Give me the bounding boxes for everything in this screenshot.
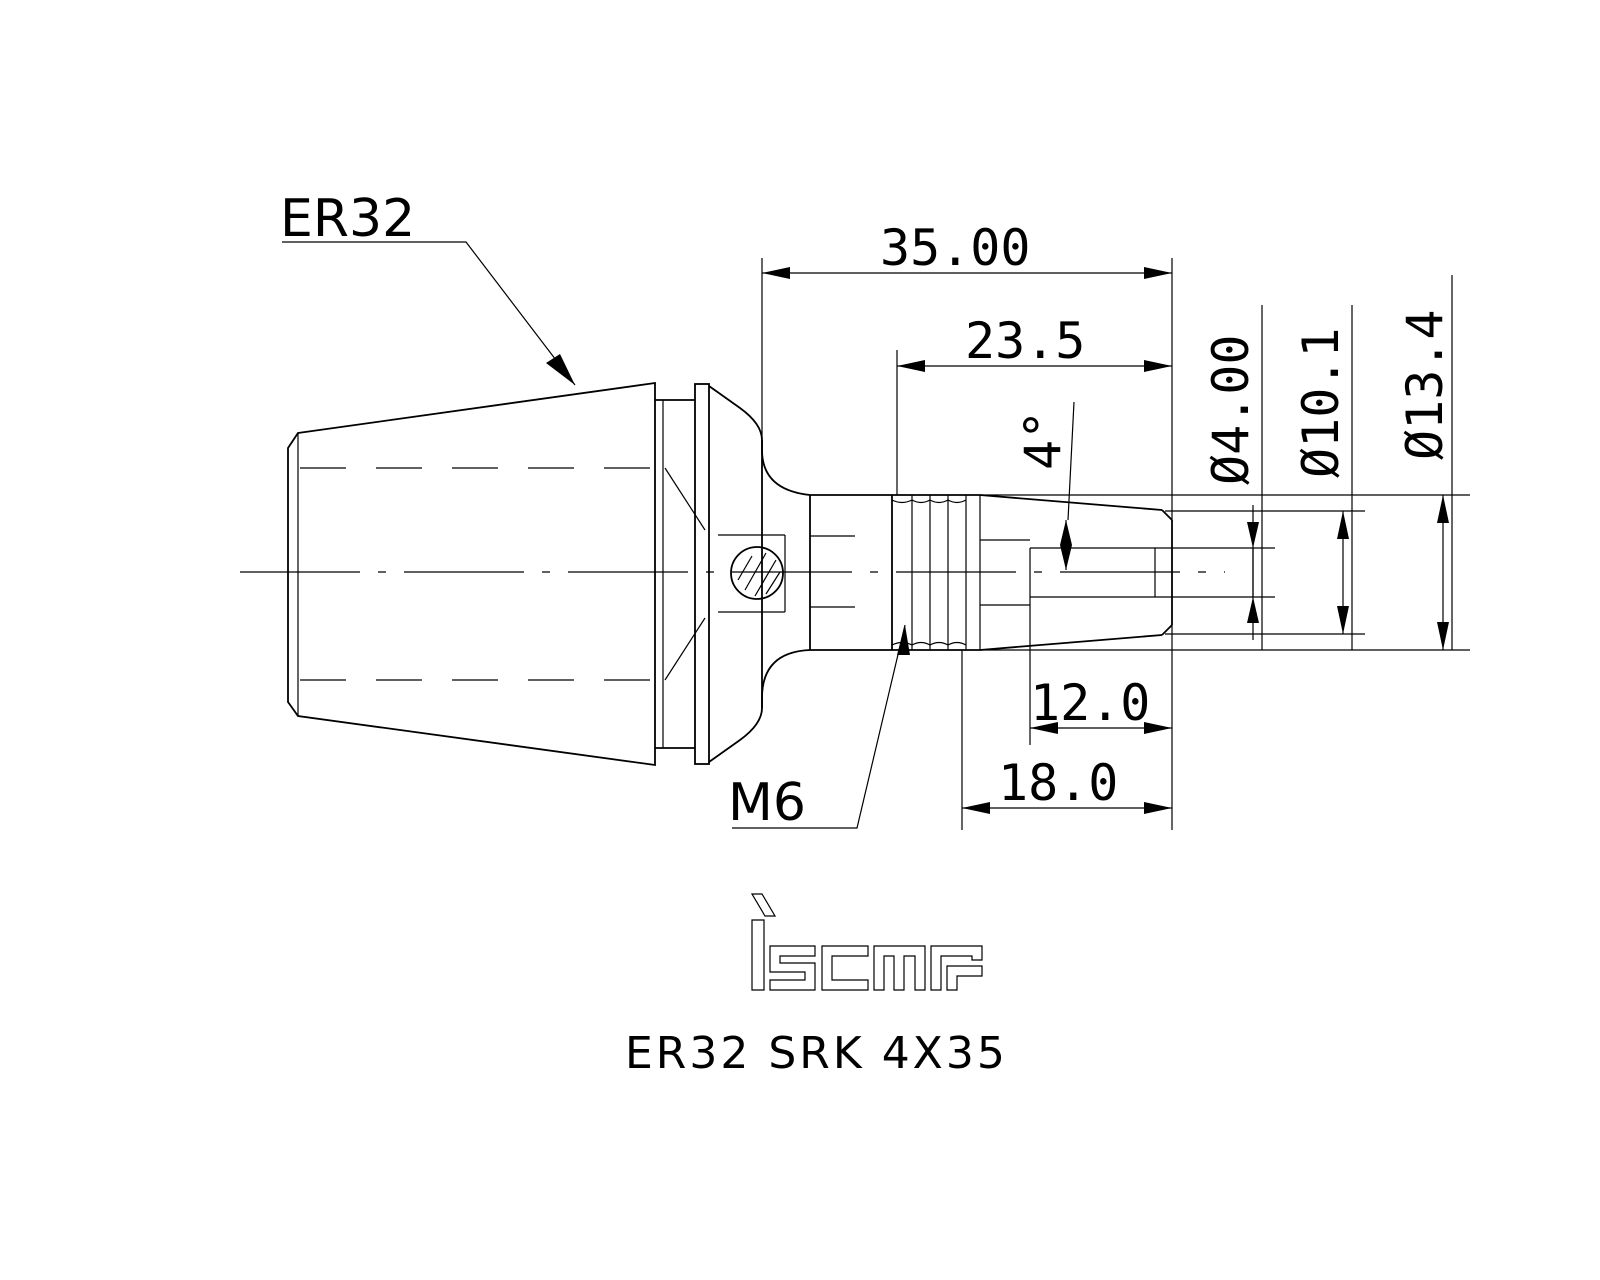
leaders	[282, 241, 910, 829]
model-designation: ER32 SRK 4X35	[625, 1028, 1008, 1079]
dim-cone-angle: 4°	[1014, 410, 1072, 470]
dim-taper-length: 18.0	[998, 754, 1118, 812]
dim-shank-length: 23.5	[965, 312, 1085, 370]
dim-overall-length: 35.00	[880, 219, 1031, 277]
collet-callout: ER32	[280, 189, 415, 249]
dim-bore-diameter: Ø4.00	[1202, 334, 1260, 485]
thread-zone	[891, 494, 981, 651]
thread-callout: M6	[728, 773, 806, 833]
dim-bore-depth: 12.0	[1030, 674, 1150, 732]
shank	[809, 494, 892, 651]
groove	[655, 399, 695, 749]
brand-logo	[750, 893, 983, 991]
dim-tip-diameter: Ø10.1	[1292, 327, 1350, 478]
dim-max-diameter: Ø13.4	[1396, 309, 1454, 460]
extension-lines	[761, 258, 1470, 830]
flange	[694, 383, 811, 765]
tapered-nose	[979, 494, 1173, 651]
dimension-lines	[762, 267, 1449, 814]
collet-cone	[287, 381, 706, 767]
